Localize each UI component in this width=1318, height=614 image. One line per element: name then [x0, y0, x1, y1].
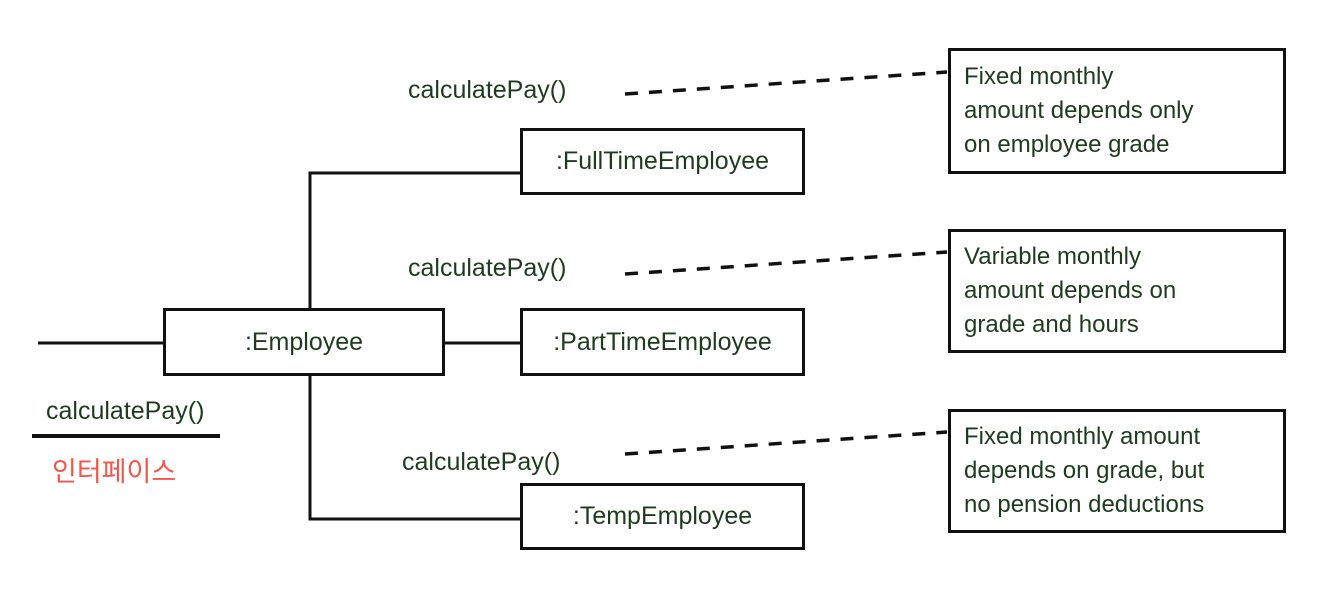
temp-note-box: Fixed monthly amount depends on grade, b…: [948, 409, 1286, 533]
temp-object-box: :TempEmployee: [520, 483, 805, 550]
parttime-note-text: Variable monthly amount depends on grade…: [964, 243, 1177, 338]
temp-method-label: calculatePay(): [402, 448, 561, 476]
temp-note-text: Fixed monthly amount depends on grade, b…: [964, 423, 1205, 518]
fulltime-note-dashed-connector: [624, 70, 948, 96]
fulltime-method-label: calculatePay(): [408, 76, 567, 104]
fulltime-object-box: :FullTimeEmployee: [520, 128, 805, 195]
parttime-note-dashed-connector: [624, 250, 948, 276]
parttime-object-box: :PartTimeEmployee: [520, 308, 805, 376]
interface-method-label: calculatePay(): [46, 397, 205, 425]
parttime-method-label: calculatePay(): [408, 254, 567, 282]
temp-object-label: :TempEmployee: [572, 502, 753, 530]
fulltime-note-box: Fixed monthly amount depends only on emp…: [948, 48, 1286, 174]
parttime-note-box: Variable monthly amount depends on grade…: [948, 229, 1286, 353]
temp-note-dashed-connector: [624, 430, 948, 456]
employee-object-label: :Employee: [244, 327, 364, 356]
interface-korean-caption: 인터페이스: [52, 457, 177, 487]
parttime-object-label: :PartTimeEmployee: [553, 327, 772, 356]
fulltime-note-text: Fixed monthly amount depends only on emp…: [964, 63, 1194, 158]
fulltime-object-label: :FullTimeEmployee: [555, 147, 770, 175]
employee-object-box: :Employee: [163, 308, 445, 376]
